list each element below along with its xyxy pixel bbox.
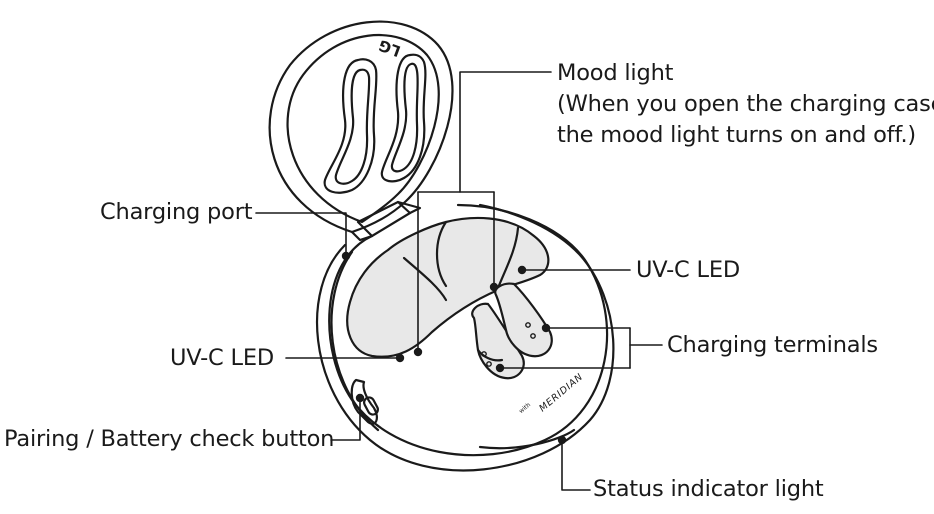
- label-uvc-led-right: UV-C LED: [636, 257, 741, 283]
- label-charging-terminals: Charging terminals: [667, 332, 878, 358]
- mood-light-dot-right: [489, 282, 499, 292]
- earbud-slot-left: [471, 302, 525, 380]
- mood-light-dot-left: [413, 347, 423, 357]
- pairing-button-dot: [355, 393, 365, 403]
- case-brand: MERIDIAN: [537, 371, 585, 414]
- status-light-dot: [557, 435, 567, 445]
- charging-terminal-dot-1: [541, 323, 551, 333]
- label-status-light: Status indicator light: [593, 476, 824, 502]
- label-uvc-led-left: UV-C LED: [170, 345, 275, 371]
- case-lid: [268, 20, 454, 234]
- charging-port-dot: [341, 251, 351, 261]
- lid-recess-right: [380, 53, 427, 183]
- case-hinge: [350, 200, 422, 242]
- label-pairing-button: Pairing / Battery check button: [4, 426, 335, 452]
- earbud-slot-right: [494, 282, 553, 358]
- case-base: [316, 203, 615, 472]
- uvc-led-left-dot: [395, 353, 405, 363]
- lid-logo: LG: [376, 36, 403, 60]
- label-mood-light: Mood light: [557, 60, 674, 86]
- uvc-led-right-dot: [517, 265, 527, 275]
- lid-recess-left: [323, 58, 378, 194]
- side-button-recess: [350, 378, 378, 425]
- callout-dots: [341, 251, 567, 445]
- label-mood-light-note-1: (When you open the charging case,: [557, 91, 934, 117]
- label-charging-port: Charging port: [100, 199, 253, 225]
- charging-terminal-dot-2: [495, 363, 505, 373]
- leader-lines: [255, 71, 663, 491]
- label-mood-light-note-2: the mood light turns on and off.): [557, 122, 917, 148]
- case-brand-small: with: [518, 401, 532, 415]
- pairing-button: [363, 396, 379, 416]
